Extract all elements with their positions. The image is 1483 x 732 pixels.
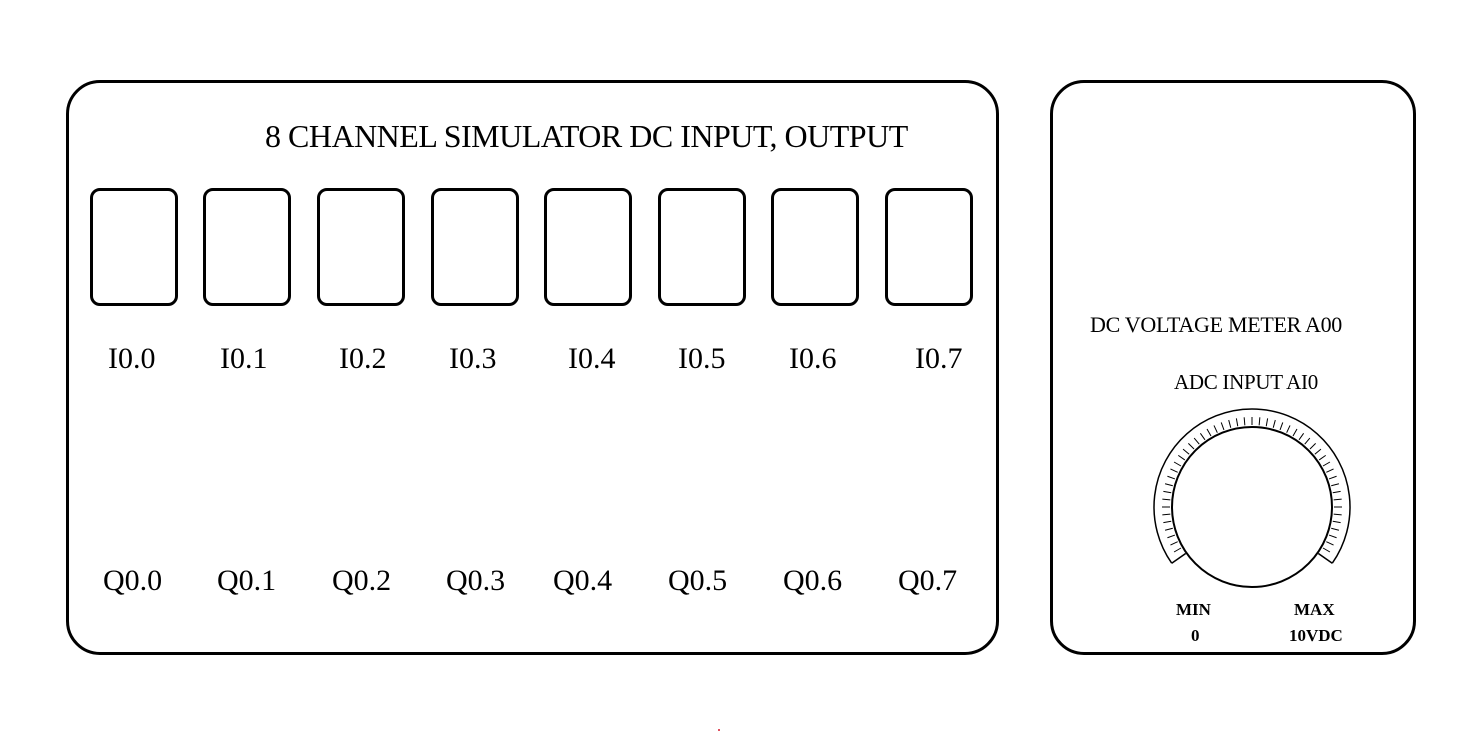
scale-tick — [1164, 483, 1173, 487]
output-label-7: Q0.7 — [898, 564, 958, 597]
scale-tick — [1286, 425, 1291, 433]
output-label-4: Q0.4 — [553, 564, 613, 597]
input-switch-5[interactable] — [658, 188, 746, 306]
scale-tick — [1177, 553, 1186, 560]
output-label-5: Q0.5 — [668, 564, 728, 597]
scale-tick — [1173, 461, 1182, 467]
input-switch-7[interactable] — [885, 188, 973, 306]
scale-tick — [1333, 498, 1342, 501]
scale-tick — [1272, 419, 1276, 428]
input-switch-6[interactable] — [771, 188, 859, 306]
scale-outer-arc — [1153, 408, 1351, 564]
max-label: MAX — [1294, 600, 1335, 619]
output-label-6: Q0.6 — [783, 564, 843, 597]
input-label-1: I0.1 — [220, 342, 268, 375]
input-label-6: I0.6 — [789, 342, 837, 375]
output-label-3: Q0.3 — [446, 564, 506, 597]
scale-tick — [1332, 490, 1341, 494]
input-label-4: I0.4 — [568, 342, 616, 375]
scale-tick — [1173, 547, 1182, 553]
scale-tick — [1318, 454, 1327, 461]
adc-title: ADC INPUT AI0 — [1174, 370, 1318, 394]
simulator-panel — [66, 80, 999, 655]
scale-tick — [1163, 490, 1172, 494]
input-switch-3[interactable] — [431, 188, 519, 306]
knob-dial[interactable] — [1171, 426, 1333, 588]
scale-tick — [1304, 437, 1311, 445]
input-switch-0[interactable] — [90, 188, 178, 306]
scale-tick — [1331, 527, 1340, 531]
scale-tick — [1331, 483, 1340, 487]
scale-tick — [1328, 534, 1337, 539]
simulator-title: 8 CHANNEL SIMULATOR DC INPUT, OUTPUT — [265, 118, 908, 154]
scale-tick — [1163, 520, 1172, 524]
scale-tick — [1333, 513, 1342, 516]
scale-tick — [1235, 418, 1239, 427]
scale-tick — [1206, 428, 1212, 437]
scale-tick — [1167, 475, 1176, 480]
stray-dot — [718, 729, 720, 731]
scale-tick — [1326, 468, 1334, 473]
scale-tick — [1177, 454, 1186, 461]
scale-tick — [1265, 418, 1269, 427]
scale-tick — [1322, 461, 1331, 467]
output-label-2: Q0.2 — [332, 564, 392, 597]
input-switch-4[interactable] — [544, 188, 632, 306]
scale-tick — [1188, 443, 1195, 450]
input-label-0: I0.0 — [108, 342, 156, 375]
input-switch-2[interactable] — [317, 188, 405, 306]
scale-tick — [1328, 475, 1337, 480]
scale-tick — [1318, 553, 1327, 560]
input-label-3: I0.3 — [449, 342, 497, 375]
scale-tick — [1162, 498, 1171, 501]
input-label-5: I0.5 — [678, 342, 726, 375]
knob-scale — [1153, 408, 1351, 564]
scale-tick — [1298, 432, 1305, 441]
scale-tick — [1243, 417, 1246, 426]
scale-tick — [1332, 520, 1341, 524]
scale-tick — [1279, 422, 1284, 431]
meter-title: DC VOLTAGE METER A00 — [1090, 312, 1342, 337]
scale-tick — [1258, 417, 1261, 426]
max-value: 10VDC — [1289, 626, 1343, 645]
scale-tick — [1213, 425, 1218, 433]
scale-tick — [1167, 534, 1176, 539]
output-label-1: Q0.1 — [217, 564, 277, 597]
scale-tick — [1162, 513, 1171, 516]
output-label-0: Q0.0 — [103, 564, 163, 597]
scale-tick — [1193, 437, 1200, 445]
adc-knob[interactable] — [1140, 395, 1360, 605]
input-label-2: I0.2 — [339, 342, 387, 375]
scale-tick — [1170, 541, 1178, 546]
min-value: 0 — [1191, 626, 1200, 645]
scale-tick — [1182, 448, 1190, 455]
scale-tick — [1322, 547, 1331, 553]
input-label-7: I0.7 — [915, 342, 963, 375]
scale-tick — [1164, 527, 1173, 531]
scale-tick — [1220, 422, 1225, 431]
input-switch-1[interactable] — [203, 188, 291, 306]
scale-tick — [1326, 541, 1334, 546]
min-label: MIN — [1176, 600, 1211, 619]
scale-tick — [1170, 468, 1178, 473]
scale-tick — [1314, 448, 1322, 455]
scale-tick — [1228, 419, 1232, 428]
scale-tick — [1199, 432, 1206, 441]
scale-tick — [1309, 443, 1316, 450]
scale-tick — [1292, 428, 1298, 437]
